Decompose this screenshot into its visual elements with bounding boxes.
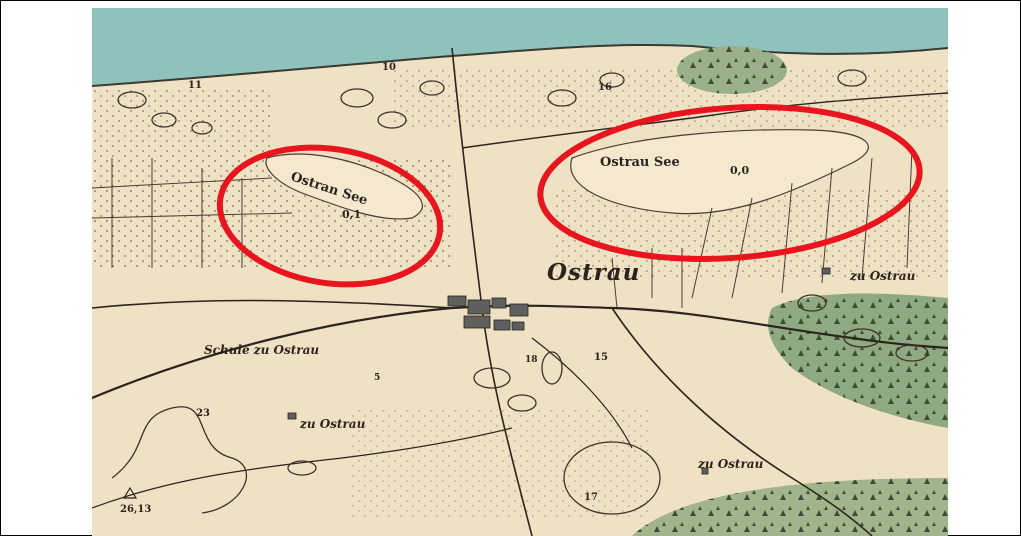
- elevation-label-15: 15: [594, 352, 608, 363]
- farm-southeast-label: zu Ostrau: [697, 457, 764, 471]
- historical-topographic-map: Ostrau Ostran See Ostrau See 0,1 0,0 Sch…: [92, 8, 948, 536]
- coastline: [92, 43, 948, 87]
- forest-north-trees: [677, 46, 787, 94]
- highlight-ring-east-lake: [537, 104, 923, 262]
- lake-east-label: Ostrau See: [600, 155, 680, 170]
- lake-east-depth: 0,0: [730, 164, 749, 177]
- forest-south-trees: [632, 478, 948, 536]
- sea-water: [92, 8, 948, 86]
- highlight-ring-west-lake: [216, 144, 444, 288]
- village-buildings: [287, 267, 831, 475]
- elevation-label-5: 5: [374, 373, 380, 383]
- dune-contours: [111, 69, 929, 515]
- meadow-south: [352, 408, 652, 518]
- farm-center-label: zu Ostrau: [299, 417, 366, 431]
- field-lines: [92, 147, 913, 309]
- school-label: Schule zu Ostrau: [204, 343, 319, 357]
- town-label: Ostrau: [547, 259, 640, 286]
- elevation-label-17: 17: [584, 492, 598, 503]
- elevation-label-11: 11: [188, 80, 202, 91]
- lake-east-shape: [570, 129, 869, 215]
- elevation-label-18: 18: [525, 355, 538, 365]
- lake-west-shape: [265, 153, 423, 220]
- elevation-label-10: 10: [382, 62, 396, 73]
- lake-west-depth: 0,1: [342, 208, 361, 221]
- farm-east-label: zu Ostrau: [849, 269, 916, 283]
- trig-height-label: 26,13: [120, 504, 151, 515]
- dune-area-northwest: [92, 88, 272, 158]
- trig-point-icon: [122, 486, 138, 499]
- forest-east-trees: [768, 293, 948, 428]
- elevation-label-16: 16: [598, 82, 612, 93]
- elevation-label-23: 23: [196, 408, 210, 419]
